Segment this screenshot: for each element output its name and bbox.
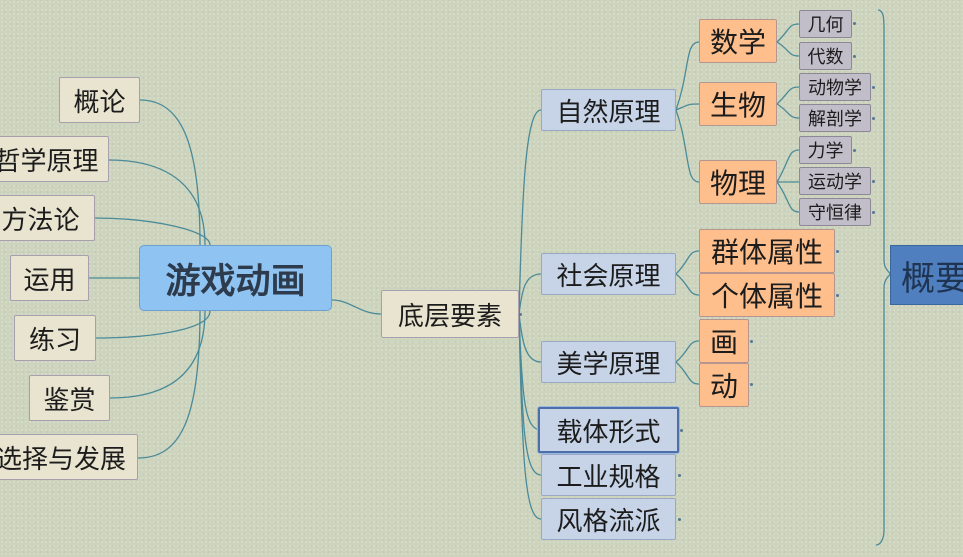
connector-shehui-geti bbox=[675, 273, 700, 296]
collapse-dot[interactable] bbox=[519, 313, 522, 316]
connector-jianshang bbox=[109, 310, 206, 399]
collapse-dot[interactable] bbox=[678, 474, 681, 477]
connector-mid-ziran bbox=[518, 109, 542, 315]
topic-shouheng[interactable]: 守恒律 bbox=[799, 198, 871, 226]
topic-shengwu[interactable]: 生物 bbox=[699, 82, 777, 126]
connector-lianxi bbox=[95, 310, 211, 339]
connector-shuxue-daishu bbox=[776, 41, 800, 57]
branch-yunyong[interactable]: 运用 bbox=[10, 255, 89, 301]
topic-dongwu[interactable]: 动物学 bbox=[799, 73, 871, 101]
collapse-dot[interactable] bbox=[836, 294, 839, 297]
collapse-dot[interactable] bbox=[836, 250, 839, 253]
connector-ziran-wuli bbox=[675, 109, 700, 183]
collapse-dot[interactable] bbox=[872, 86, 875, 89]
topic-jiepou[interactable]: 解剖学 bbox=[799, 104, 871, 132]
connector-wuli-shouheng bbox=[776, 181, 800, 213]
collapse-dot[interactable] bbox=[872, 180, 875, 183]
branch-lianxi[interactable]: 练习 bbox=[14, 315, 96, 361]
connector-ziran-shuxue bbox=[675, 41, 700, 111]
branch-gailun[interactable]: 概论 bbox=[59, 77, 140, 123]
connector-mid-meixue bbox=[518, 313, 542, 363]
collapse-dot[interactable] bbox=[678, 518, 681, 521]
connector-shuxue-jihe bbox=[776, 23, 800, 43]
topic-shehui[interactable]: 社会原理 bbox=[541, 253, 676, 295]
connector-ziran-shengwu bbox=[675, 103, 700, 111]
collapse-dot[interactable] bbox=[750, 340, 753, 343]
topic-lixue[interactable]: 力学 bbox=[799, 136, 852, 164]
collapse-dot[interactable] bbox=[872, 117, 875, 120]
branch-zhexue[interactable]: 哲学原理 bbox=[0, 136, 109, 182]
collapse-dot[interactable] bbox=[872, 211, 875, 214]
collapse-dot[interactable] bbox=[853, 22, 856, 25]
connector-shengwu-dongwu bbox=[776, 86, 800, 105]
branch-jianshang[interactable]: 鉴赏 bbox=[29, 375, 110, 421]
connector-wuli-lixue bbox=[776, 149, 800, 183]
branch-xuanze[interactable]: 选择与发展 bbox=[0, 434, 138, 480]
collapse-dot[interactable] bbox=[750, 383, 753, 386]
central-topic[interactable]: 游戏动画 bbox=[139, 245, 332, 311]
connector-gailun bbox=[139, 99, 201, 246]
topic-jihe[interactable]: 几何 bbox=[799, 10, 852, 38]
topic-hua[interactable]: 画 bbox=[699, 319, 749, 363]
topic-diceng[interactable]: 底层要素 bbox=[381, 290, 519, 338]
summary-bracket bbox=[875, 9, 891, 546]
topic-meixue[interactable]: 美学原理 bbox=[541, 341, 676, 383]
summary-topic[interactable]: 概要 bbox=[890, 245, 963, 305]
collapse-dot[interactable] bbox=[853, 149, 856, 152]
topic-wuli[interactable]: 物理 bbox=[699, 160, 777, 204]
connector-central-mid bbox=[331, 299, 382, 315]
topic-fengge[interactable]: 风格流派 bbox=[541, 498, 676, 540]
topic-gongye[interactable]: 工业规格 bbox=[541, 454, 676, 496]
connector-xuanze bbox=[137, 310, 201, 459]
topic-yundong[interactable]: 运动学 bbox=[799, 167, 871, 195]
topic-geti[interactable]: 个体属性 bbox=[699, 273, 835, 317]
topic-qunti[interactable]: 群体属性 bbox=[699, 229, 835, 273]
branch-fangfa[interactable]: 方法论 bbox=[0, 195, 95, 241]
connector-zhexue bbox=[108, 159, 206, 246]
connector-meixue-hua bbox=[675, 340, 700, 363]
connector-mid-fengge bbox=[518, 313, 542, 520]
topic-ziran[interactable]: 自然原理 bbox=[541, 89, 676, 131]
topic-daishu[interactable]: 代数 bbox=[799, 42, 852, 70]
topic-shuxue[interactable]: 数学 bbox=[699, 19, 777, 63]
connector-shengwu-jiepou bbox=[776, 103, 800, 119]
connector-meixue-dong bbox=[675, 361, 700, 385]
collapse-dot[interactable] bbox=[680, 429, 683, 432]
connector-mid-shehui bbox=[518, 273, 542, 315]
connector-fangfa bbox=[94, 217, 211, 246]
connector-shehui-qunti bbox=[675, 250, 700, 275]
topic-zaiti[interactable]: 载体形式 bbox=[538, 407, 679, 453]
collapse-dot[interactable] bbox=[853, 55, 856, 58]
topic-dong[interactable]: 动 bbox=[699, 363, 749, 407]
